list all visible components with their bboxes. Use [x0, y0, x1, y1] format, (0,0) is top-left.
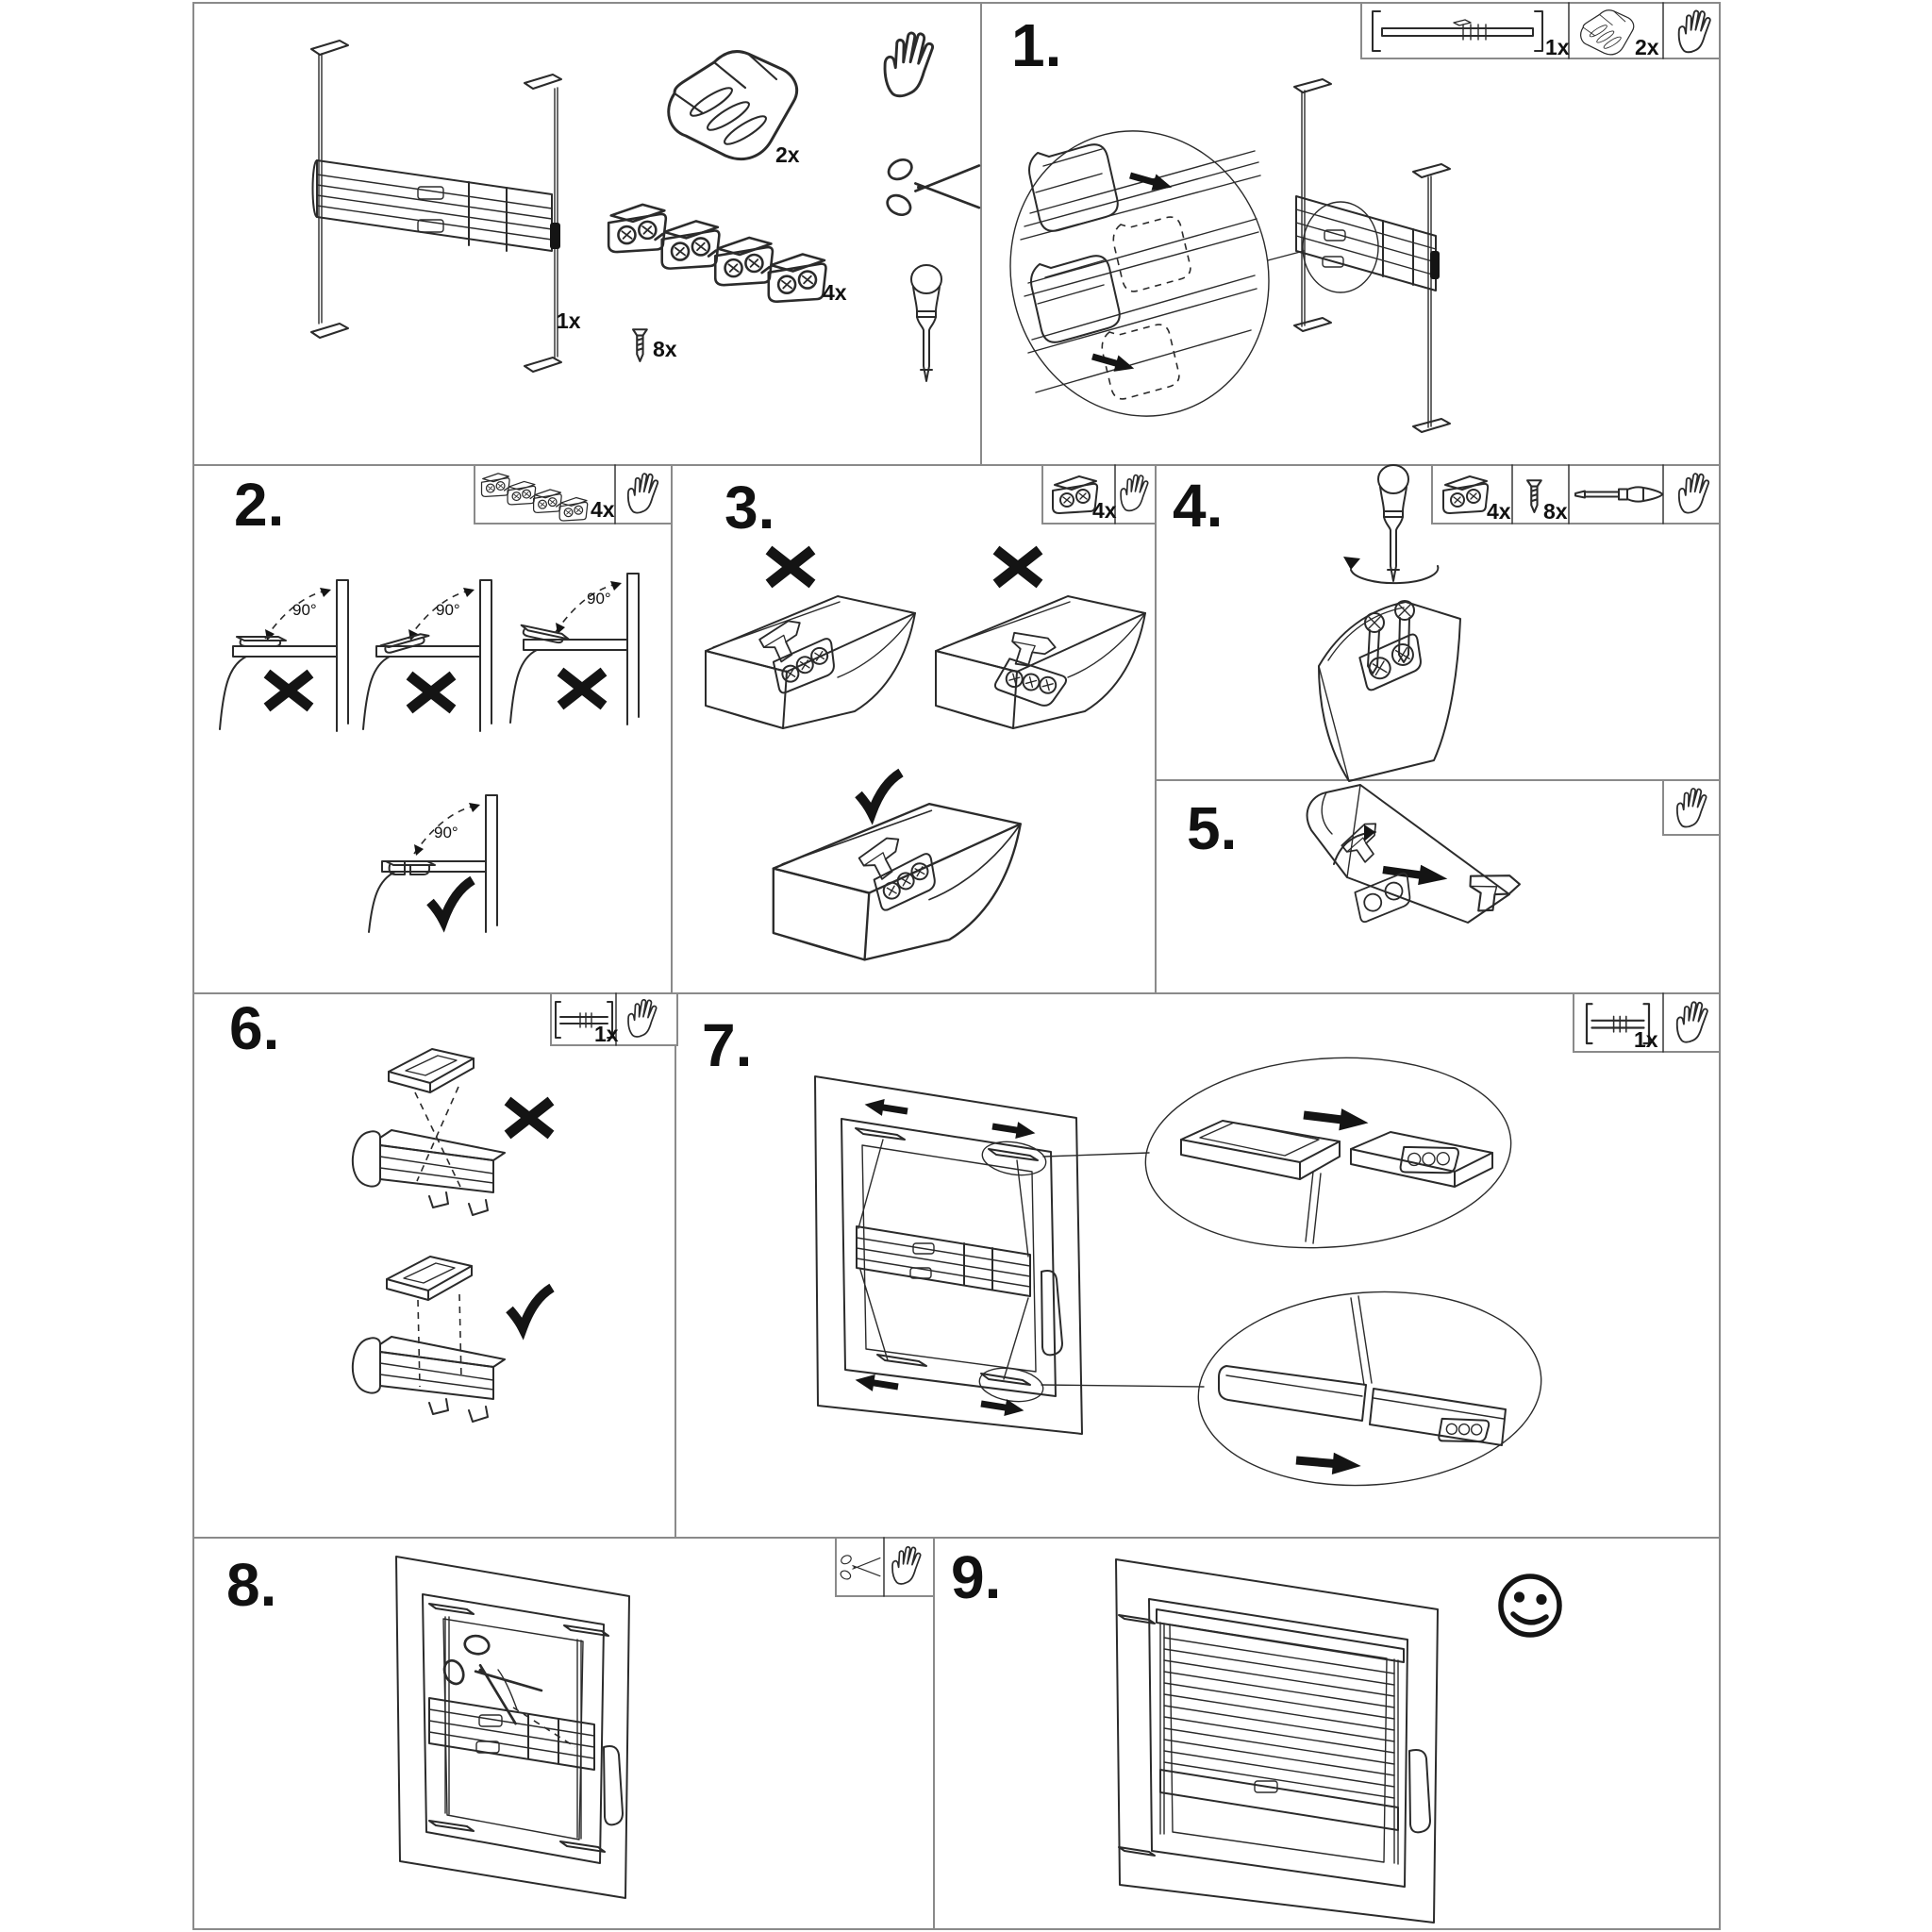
parts-overview: 2x 4x 1x 8x: [310, 26, 981, 382]
step2-wrong-1: [219, 579, 349, 732]
step2-correct: [368, 794, 498, 933]
check-mark-icon: [430, 880, 473, 921]
panel-step7-border: [675, 992, 1721, 1539]
qty-label: 1x: [594, 1022, 619, 1046]
step1-magnified-view: [1009, 130, 1270, 417]
step3-wrong-2: [935, 595, 1146, 729]
step6-correct: [351, 1256, 552, 1423]
step6-toolbox: 1x: [550, 992, 678, 1046]
step-8: 8.: [226, 1537, 935, 1899]
cross-mark-icon: [560, 672, 604, 706]
hand-icon: [878, 26, 937, 102]
angle-label: 90°: [434, 824, 458, 841]
step-4: 4. 4x 8x: [1173, 464, 1721, 782]
qty-label: 2x: [1635, 35, 1659, 59]
step4-drawing: [1318, 464, 1461, 782]
step-number: 8.: [226, 1551, 276, 1619]
bracket-qty-label: 4x: [823, 280, 847, 305]
panel-borders: [192, 2, 1721, 1930]
panel-step5-border: [1155, 779, 1721, 994]
step5-drawing: [1306, 784, 1523, 924]
panel-step2-border: [192, 464, 673, 994]
step6-wrong: [351, 1048, 551, 1216]
step-7: 7. 1x: [702, 992, 1721, 1487]
step3-wrong-1: [705, 595, 916, 729]
step-6: 6. 1x: [229, 992, 678, 1423]
bracket-strip-drawing: [608, 205, 825, 302]
cross-mark-icon: [267, 674, 310, 708]
screw-qty-label: 8x: [653, 337, 677, 361]
step-9: 9.: [951, 1543, 1559, 1924]
angle-label: 90°: [587, 590, 611, 608]
cross-mark-icon: [996, 550, 1040, 584]
step5-toolbox: [1662, 779, 1721, 836]
scissors-icon: [882, 154, 981, 221]
step-number: 2.: [234, 471, 284, 539]
step3-correct: [772, 802, 1022, 961]
panel-step6-border: [192, 992, 676, 1539]
step-3: 3. 4x: [705, 464, 1157, 961]
step9-window: [1115, 1558, 1439, 1924]
qty-label: 1x: [1634, 1027, 1658, 1052]
step-number: 9.: [951, 1543, 1001, 1611]
qty-label: 4x: [1092, 498, 1117, 523]
cross-mark-icon: [409, 675, 453, 709]
step-number: 7.: [702, 1011, 752, 1079]
step3-toolbox: 4x: [1041, 464, 1157, 525]
qty-label: 1x: [1545, 35, 1570, 59]
step-5: 5.: [1187, 779, 1721, 924]
clip-qty-label: 2x: [775, 142, 800, 167]
panel-step3-border: [671, 464, 1157, 994]
qty-label: 8x: [1543, 499, 1568, 524]
step2-toolbox: 4x: [474, 464, 673, 525]
step7-window: [814, 1075, 1205, 1435]
angle-label: 90°: [436, 601, 460, 619]
qty-label: 4x: [1487, 499, 1511, 524]
step-number: 5.: [1187, 794, 1237, 862]
step1-assembly-drawing: [1267, 78, 1451, 433]
step-2: 2. 4x: [219, 464, 673, 933]
step-number: 3.: [724, 474, 774, 541]
step2-wrong-3: [509, 573, 640, 725]
panel-step1-border: [980, 2, 1721, 466]
step8-toolbox: [835, 1537, 935, 1597]
step1-toolbox: 1x 2x: [1360, 2, 1721, 59]
smiley-face-icon: [1501, 1576, 1559, 1635]
check-mark-icon: [858, 773, 901, 813]
panel-step8-border: [192, 1537, 935, 1930]
scissors-drawing: [432, 1623, 549, 1734]
panel-step9-border: [933, 1537, 1721, 1930]
step8-window: [395, 1556, 630, 1899]
screw-drawing: [631, 328, 648, 362]
blind-assembly-drawing: [310, 40, 562, 373]
blind-qty-label: 1x: [557, 308, 581, 333]
step-number: 4.: [1173, 472, 1223, 540]
angle-label: 90°: [292, 601, 317, 619]
pleated-blind: [1163, 1637, 1395, 1799]
step7-detail-bottom: [1197, 1291, 1542, 1487]
step7-detail-top: [1144, 1057, 1512, 1249]
step7-toolbox: 1x: [1573, 992, 1721, 1053]
step4-toolbox: 4x 8x: [1431, 464, 1721, 525]
step2-wrong-2: [362, 579, 492, 732]
qty-label: 4x: [591, 497, 615, 522]
step-number: 6.: [229, 994, 279, 1062]
step-number: 1.: [1011, 11, 1061, 79]
screwdriver-icon: [910, 264, 942, 382]
cross-mark-icon: [769, 550, 812, 584]
panel-parts-border: [192, 2, 982, 466]
step-1: 1. 1x 2x: [1009, 2, 1721, 433]
